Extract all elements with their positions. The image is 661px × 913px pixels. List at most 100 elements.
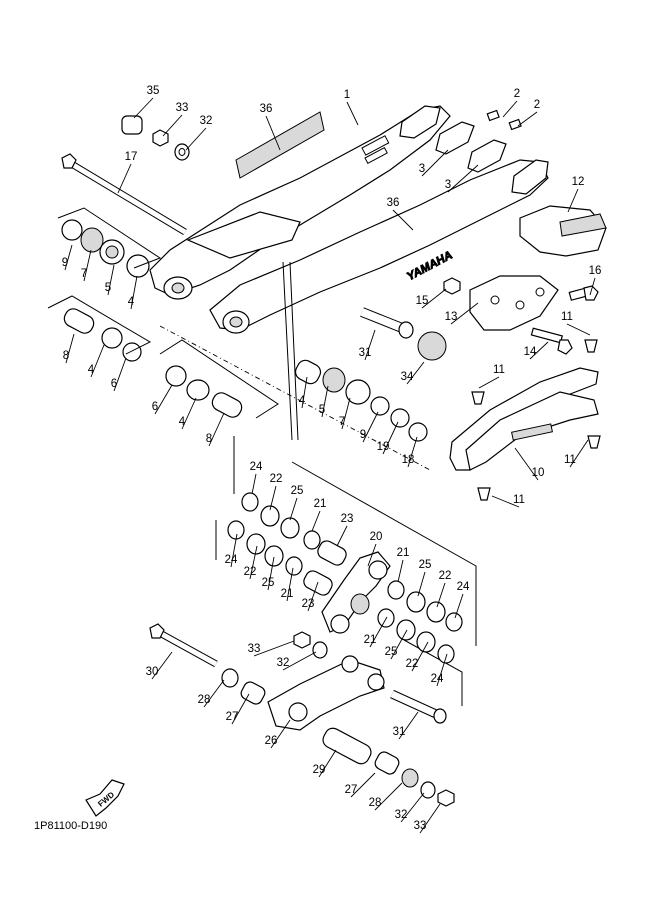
callout-label-2[interactable]: 2 <box>534 99 540 111</box>
screw-part-11[interactable] <box>471 339 601 501</box>
callout-label-8[interactable]: 8 <box>63 350 69 362</box>
callout-label-36[interactable]: 36 <box>260 103 273 115</box>
callout-label-18[interactable]: 18 <box>402 454 415 466</box>
washer-part-32[interactable] <box>174 143 190 161</box>
callout-label-1[interactable]: 1 <box>344 89 350 101</box>
bearing-stack-right[interactable] <box>293 358 428 442</box>
callout-label-33[interactable]: 33 <box>414 820 427 832</box>
linkage-bearing-row-right-upper[interactable] <box>387 580 463 632</box>
callout-label-7[interactable]: 7 <box>339 416 345 428</box>
callout-label-30[interactable]: 30 <box>146 666 159 678</box>
collar-part-29[interactable] <box>320 725 374 766</box>
callout-label-4[interactable]: 4 <box>299 395 306 407</box>
callout-label-10[interactable]: 10 <box>532 467 545 479</box>
callout-label-6[interactable]: 6 <box>111 378 117 390</box>
callout-label-20[interactable]: 20 <box>370 531 383 543</box>
chain-slider-part-10[interactable] <box>449 367 599 471</box>
nut-part-33-middle[interactable] <box>293 631 311 649</box>
bushing-stack-center[interactable] <box>165 365 244 420</box>
callout-label-4[interactable]: 4 <box>128 296 135 308</box>
bolt-part-31-lower[interactable] <box>390 689 447 724</box>
linkage-bearing-row-lower[interactable] <box>227 520 335 598</box>
callout-label-9[interactable]: 9 <box>360 429 366 441</box>
bearing-stack-lower-right[interactable] <box>373 750 455 807</box>
bearing-stack-left[interactable] <box>61 219 150 278</box>
bolt-part-2[interactable] <box>486 109 522 131</box>
callout-label-28[interactable]: 28 <box>369 797 382 809</box>
callout-label-7[interactable]: 7 <box>81 268 87 280</box>
callout-label-3[interactable]: 3 <box>419 163 425 175</box>
callout-label-12[interactable]: 12 <box>572 176 585 188</box>
callout-label-6[interactable]: 6 <box>152 401 158 413</box>
callout-label-26[interactable]: 26 <box>265 735 278 747</box>
callout-label-25[interactable]: 25 <box>291 485 304 497</box>
collar-part-27-left[interactable] <box>239 680 267 706</box>
callout-label-2[interactable]: 2 <box>514 88 520 100</box>
callout-label-19[interactable]: 19 <box>377 441 390 453</box>
decal-part-36[interactable] <box>235 111 325 179</box>
relay-arm-part-20[interactable] <box>321 551 391 634</box>
callout-label-8[interactable]: 8 <box>206 433 212 445</box>
callout-label-24[interactable]: 24 <box>431 673 444 685</box>
linkage-bearing-row-right-lower[interactable] <box>377 608 455 664</box>
callout-label-25[interactable]: 25 <box>385 646 398 658</box>
callout-label-4[interactable]: 4 <box>179 416 186 428</box>
callout-label-22[interactable]: 22 <box>406 658 419 670</box>
callout-label-23[interactable]: 23 <box>341 513 354 525</box>
callout-label-27[interactable]: 27 <box>226 711 239 723</box>
callout-label-34[interactable]: 34 <box>401 371 414 383</box>
callout-label-24[interactable]: 24 <box>457 581 470 593</box>
callout-label-5[interactable]: 5 <box>105 282 111 294</box>
callout-label-5[interactable]: 5 <box>319 404 325 416</box>
chain-puller-part-3[interactable] <box>435 121 507 173</box>
bolt-part-31-upper[interactable] <box>360 307 414 339</box>
swingarm-part-1[interactable] <box>149 105 549 441</box>
callout-label-28[interactable]: 28 <box>198 694 211 706</box>
callout-label-24[interactable]: 24 <box>225 554 238 566</box>
callout-label-32[interactable]: 32 <box>200 115 213 127</box>
callout-label-21[interactable]: 21 <box>314 498 327 510</box>
washer-part-32-middle[interactable] <box>312 641 328 659</box>
callout-label-21[interactable]: 21 <box>281 588 294 600</box>
callout-label-29[interactable]: 29 <box>313 764 326 776</box>
bolt-part-16[interactable] <box>568 285 599 301</box>
callout-label-16[interactable]: 16 <box>589 265 602 277</box>
bushing-stack-left[interactable] <box>62 306 142 362</box>
callout-label-32[interactable]: 32 <box>277 657 290 669</box>
chain-guide-part-12[interactable] <box>519 205 607 257</box>
callout-label-36[interactable]: 36 <box>387 197 400 209</box>
callout-label-25[interactable]: 25 <box>262 577 275 589</box>
callout-label-25[interactable]: 25 <box>419 559 432 571</box>
callout-label-17[interactable]: 17 <box>125 151 138 163</box>
callout-label-3[interactable]: 3 <box>445 179 451 191</box>
callout-label-23[interactable]: 23 <box>302 598 315 610</box>
callout-label-22[interactable]: 22 <box>439 570 452 582</box>
bolt-part-30[interactable] <box>149 623 218 668</box>
callout-label-15[interactable]: 15 <box>416 295 429 307</box>
callout-label-4[interactable]: 4 <box>88 364 95 376</box>
callout-label-14[interactable]: 14 <box>524 346 537 358</box>
callout-label-33[interactable]: 33 <box>176 102 189 114</box>
callout-label-35[interactable]: 35 <box>147 85 160 97</box>
callout-label-9[interactable]: 9 <box>62 257 68 269</box>
callout-label-11[interactable]: 11 <box>561 311 573 323</box>
callout-label-27[interactable]: 27 <box>345 784 358 796</box>
bearing-part-28-left[interactable] <box>221 668 239 688</box>
callout-label-24[interactable]: 24 <box>250 461 263 473</box>
callout-label-33[interactable]: 33 <box>248 643 261 655</box>
guide-bracket-part-13[interactable] <box>469 275 559 331</box>
callout-label-21[interactable]: 21 <box>364 634 377 646</box>
callout-label-21[interactable]: 21 <box>397 547 410 559</box>
bolt-part-14[interactable] <box>530 327 573 355</box>
connecting-rod-part-26[interactable] <box>267 655 385 731</box>
callout-label-31[interactable]: 31 <box>393 726 406 738</box>
callout-label-11[interactable]: 11 <box>513 494 525 506</box>
callout-label-22[interactable]: 22 <box>270 473 283 485</box>
cap-part-34[interactable] <box>417 331 447 361</box>
callout-label-11[interactable]: 11 <box>564 454 576 466</box>
callout-label-32[interactable]: 32 <box>395 809 408 821</box>
callout-label-11[interactable]: 11 <box>493 364 505 376</box>
callout-label-13[interactable]: 13 <box>445 311 458 323</box>
nut-part-15[interactable] <box>443 277 461 295</box>
pivot-shaft-part-17[interactable] <box>61 153 187 236</box>
